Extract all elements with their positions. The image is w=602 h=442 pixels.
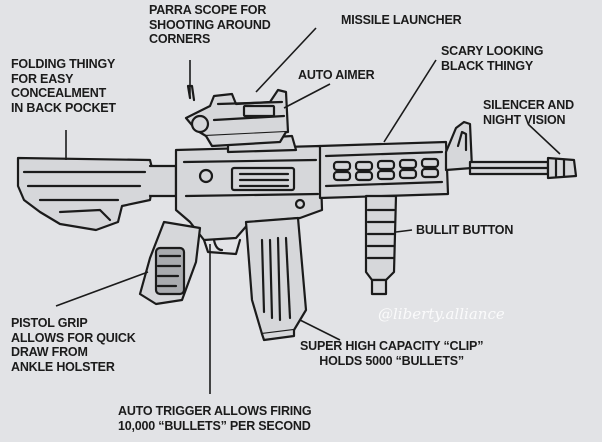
front-sight — [444, 120, 474, 172]
label-auto-aimer: AUTO AIMER — [298, 68, 375, 82]
label-bullit-button: BULLIT BUTTON — [416, 223, 514, 237]
label-pistol-grip: PISTOL GRIP ALLOWS FOR QUICK DRAW FROM A… — [11, 316, 136, 374]
label-folding-thingy: FOLDING THINGY FOR EASY CONCEALMENT IN B… — [11, 57, 116, 115]
stock — [16, 156, 178, 232]
handguard — [318, 140, 450, 200]
label-auto-trigger: AUTO TRIGGER ALLOWS FIRING 10,000 “BULLE… — [118, 404, 312, 433]
label-silencer: SILENCER AND NIGHT VISION — [483, 98, 574, 127]
label-high-capacity-clip: SUPER HIGH CAPACITY “CLIP” HOLDS 5000 “B… — [300, 339, 484, 368]
leader-lines — [55, 27, 561, 394]
trigger-guard — [202, 238, 242, 256]
magazine — [244, 216, 308, 342]
foregrip — [364, 194, 398, 296]
barrel — [468, 156, 578, 180]
label-parra-scope: PARRA SCOPE FOR SHOOTING AROUND CORNERS — [149, 3, 271, 46]
watermark: @liberty.alliance — [378, 305, 505, 323]
label-scary-looking: SCARY LOOKING BLACK THINGY — [441, 44, 544, 73]
label-missile-launcher: MISSILE LAUNCHER — [341, 13, 462, 27]
scope — [184, 84, 290, 148]
pistol-grip — [138, 220, 202, 306]
